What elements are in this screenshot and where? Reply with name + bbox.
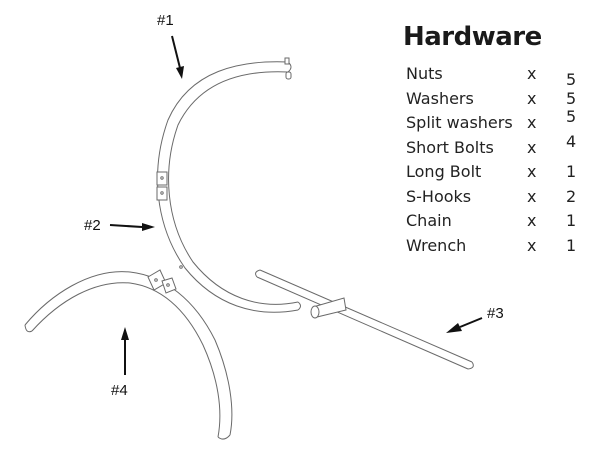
item-name: Nuts [406, 64, 443, 83]
arrow-part-2 [109, 223, 155, 231]
item-multiplier: x [527, 211, 537, 230]
hardware-item: Wrench x 1 [403, 236, 593, 261]
item-multiplier: x [527, 113, 537, 132]
item-qty: 4 [566, 131, 577, 151]
hardware-item: Washers x 5 [403, 89, 593, 114]
part-1-label: #1 [157, 12, 174, 29]
base-bracket [147, 269, 177, 294]
arrow-part-3 [446, 317, 483, 333]
hardware-title: Hardware [403, 22, 542, 52]
item-qty: 1 [566, 162, 577, 181]
item-multiplier: x [527, 186, 537, 206]
item-multiplier: x [527, 64, 537, 83]
hardware-list: Hardware Nuts x 5 Washers x 5 Split wash… [403, 22, 593, 260]
hardware-item: Nuts x 5 [403, 64, 593, 89]
item-multiplier: x [527, 88, 537, 108]
joint-sleeve-lower [156, 186, 168, 201]
item-qty: 1 [566, 211, 577, 230]
item-name: Wrench [406, 235, 467, 255]
arrow-part-4 [121, 327, 129, 375]
hardware-item: Long Bolt x 1 [403, 162, 593, 187]
part-4-label: #4 [111, 382, 128, 399]
item-multiplier: x [527, 235, 537, 255]
part-3-crossbar [255, 269, 474, 370]
part-4-base-arc [24, 269, 233, 440]
item-qty: 5 [566, 70, 577, 89]
hardware-item: S-Hooks x 2 [403, 187, 593, 212]
item-name: Long Bolt [406, 162, 482, 181]
arrow-part-1 [171, 35, 184, 79]
part-2-label: #2 [84, 217, 101, 234]
item-multiplier: x [527, 137, 537, 157]
item-qty: 1 [566, 235, 577, 255]
item-qty: 5 [566, 107, 577, 126]
item-multiplier: x [527, 162, 537, 181]
item-name: S-Hooks [406, 186, 472, 206]
joint-sleeve-upper [156, 171, 168, 186]
item-qty: 5 [566, 88, 577, 108]
item-name: Washers [406, 88, 474, 108]
item-qty: 2 [566, 186, 577, 206]
hardware-item: Split washers x 5 [403, 107, 593, 138]
item-name: Split washers [406, 113, 513, 132]
part-3-label: #3 [487, 305, 504, 322]
hardware-item: Short Bolts x 4 [403, 132, 593, 163]
hardware-item: Chain x 1 [403, 211, 593, 236]
item-name: Short Bolts [406, 137, 494, 157]
part-1-2-c-arm [156, 57, 301, 313]
item-name: Chain [406, 211, 452, 230]
